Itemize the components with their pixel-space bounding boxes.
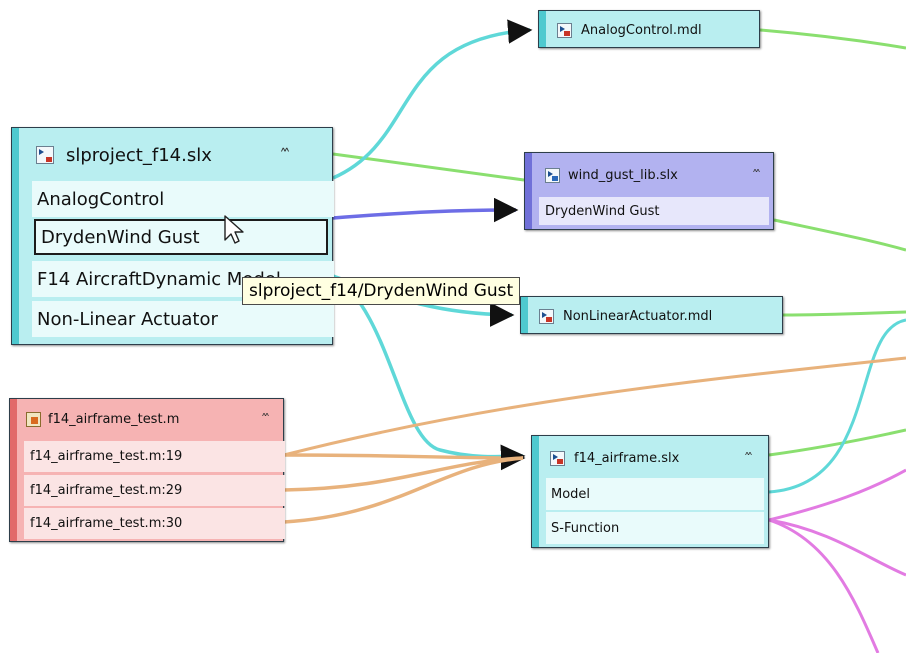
- block-row-analog-control[interactable]: AnalogControl: [32, 181, 334, 217]
- edge-project-to-analog[interactable]: [332, 19, 533, 180]
- block-row-test-line-30[interactable]: f14_airframe_test.m:30: [24, 508, 285, 539]
- edge-test19-to-airframe[interactable]: [283, 445, 526, 471]
- node-header[interactable]: f14_airframe.slx: [550, 448, 679, 468]
- node-header[interactable]: wind_gust_lib.slx: [545, 165, 678, 185]
- edge-sfunction-offscreen-3[interactable]: [768, 518, 880, 653]
- node-stripe: [12, 128, 19, 344]
- simulink-library-icon: [545, 167, 560, 183]
- node-header[interactable]: AnalogControl.mdl: [557, 20, 702, 40]
- node-slproject-f14[interactable]: slproject_f14.slx ˄˄ AnalogControl Dryde…: [11, 127, 334, 345]
- block-row-non-linear-actuator[interactable]: Non-Linear Actuator: [32, 301, 334, 337]
- collapse-chevron-icon[interactable]: ˄˄: [279, 146, 291, 164]
- pointer-cursor-icon: [224, 215, 244, 244]
- edge-test30-to-airframe[interactable]: [283, 456, 524, 524]
- node-stripe: [532, 436, 539, 547]
- edge-project-to-wind-block[interactable]: [332, 197, 519, 223]
- edge-nonlin-offscreen[interactable]: [782, 310, 906, 317]
- block-path-tooltip: slproject_f14/DrydenWind Gust: [242, 277, 521, 305]
- collapse-chevron-icon[interactable]: ˄˄: [261, 412, 270, 426]
- node-title: slproject_f14.slx: [66, 144, 212, 166]
- edge-project-to-wind[interactable]: [332, 152, 525, 182]
- node-title: wind_gust_lib.slx: [568, 167, 678, 183]
- node-wind-gust-lib[interactable]: wind_gust_lib.slx ˄˄ DrydenWind Gust: [524, 152, 774, 230]
- edge-test-offscreen[interactable]: [283, 356, 906, 457]
- node-title: f14_airframe.slx: [574, 450, 680, 466]
- node-stripe: [525, 153, 532, 229]
- simulink-model-icon: [36, 146, 54, 164]
- simulink-model-icon: [539, 308, 554, 324]
- edge-airframe-model-offscreen[interactable]: [768, 318, 906, 494]
- node-title: AnalogControl.mdl: [581, 22, 702, 38]
- matlab-script-icon: [26, 411, 41, 427]
- edge-test29-to-airframe[interactable]: [283, 456, 524, 492]
- simulink-model-icon: [550, 450, 565, 466]
- node-f14-airframe-test[interactable]: f14_airframe_test.m ˄˄ f14_airframe_test…: [9, 398, 285, 542]
- collapse-chevron-icon[interactable]: ˄˄: [744, 451, 753, 465]
- block-row-model[interactable]: Model: [546, 478, 764, 510]
- block-row-dryden-wind-gust[interactable]: DrydenWind Gust: [34, 219, 328, 255]
- collapse-chevron-icon[interactable]: ˄˄: [752, 168, 761, 182]
- node-header[interactable]: NonLinearActuator.mdl: [539, 306, 712, 326]
- block-row-test-line-19[interactable]: f14_airframe_test.m:19: [24, 441, 285, 472]
- edge-wind-offscreen[interactable]: [773, 218, 906, 252]
- block-row-test-line-29[interactable]: f14_airframe_test.m:29: [24, 475, 285, 506]
- block-row-dryden-wind-gust[interactable]: DrydenWind Gust: [539, 197, 769, 225]
- node-header[interactable]: slproject_f14.slx: [36, 142, 212, 168]
- block-row-s-function[interactable]: S-Function: [546, 512, 764, 544]
- node-title: NonLinearActuator.mdl: [563, 308, 713, 324]
- node-stripe: [539, 11, 546, 47]
- node-header[interactable]: f14_airframe_test.m: [26, 409, 179, 429]
- node-f14-airframe[interactable]: f14_airframe.slx ˄˄ Model S-Function: [531, 435, 769, 548]
- node-nonlinear-actuator[interactable]: NonLinearActuator.mdl: [520, 296, 783, 334]
- simulink-model-icon: [557, 22, 572, 38]
- node-stripe: [521, 297, 528, 333]
- edge-sfunction-offscreen-2[interactable]: [768, 518, 906, 577]
- node-title: f14_airframe_test.m: [48, 411, 180, 427]
- edge-sfunction-offscreen-1[interactable]: [768, 468, 906, 522]
- edge-analog-offscreen[interactable]: [759, 28, 906, 50]
- node-stripe: [10, 399, 17, 541]
- node-analog-control[interactable]: AnalogControl.mdl: [538, 10, 760, 48]
